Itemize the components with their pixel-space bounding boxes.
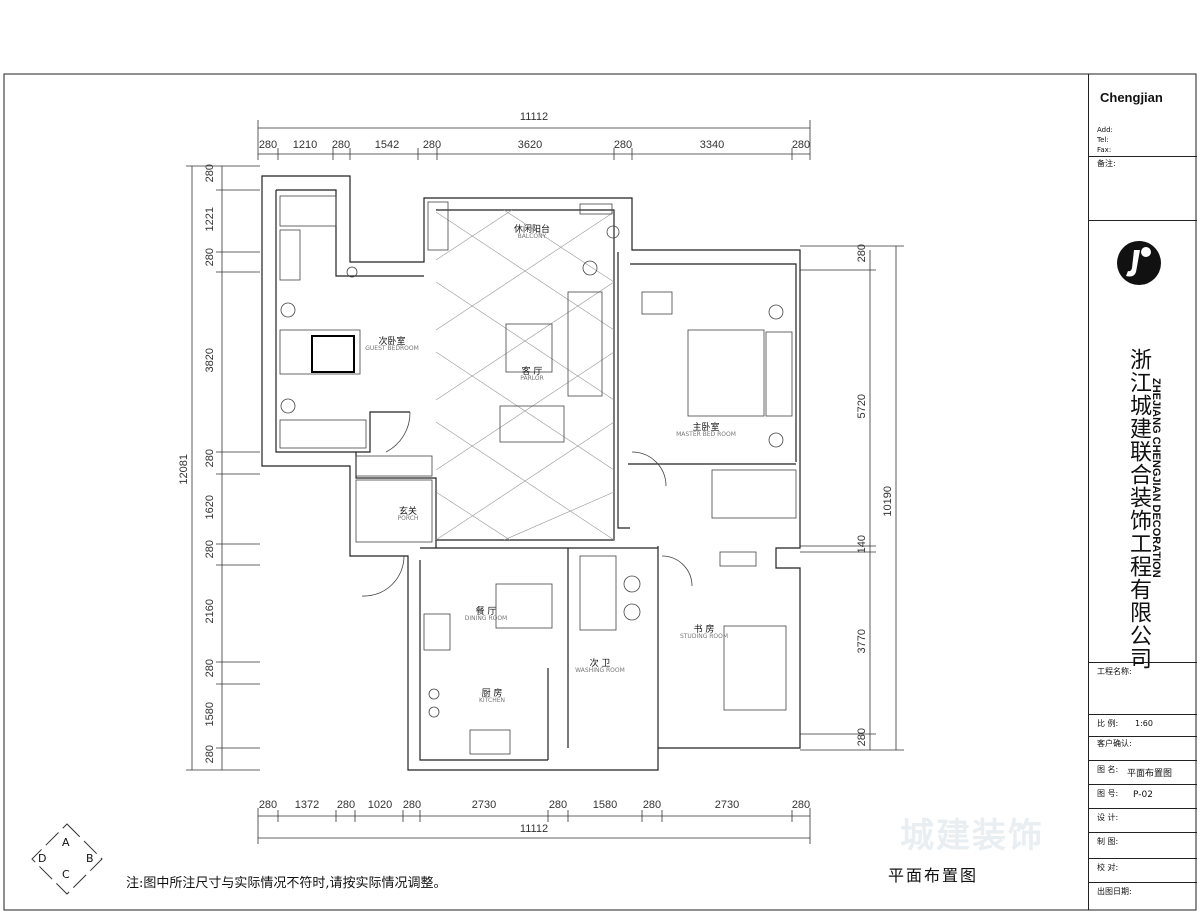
date-label: 出图日期:	[1097, 887, 1132, 896]
dimension-left-value: 1580	[204, 702, 216, 727]
project-label: 工程名称:	[1097, 667, 1132, 676]
dimension-top-value: 1542	[374, 139, 400, 151]
compass-d: D	[38, 852, 47, 865]
dimension-top-value: 280	[422, 139, 442, 151]
plan-note: 注:图中所注尺寸与实际情况不符时,请按实际情况调整。	[126, 876, 447, 891]
dimension-left-value: 280	[204, 248, 216, 267]
drawing-no-value: P-02	[1133, 790, 1153, 800]
room-label-en: PORCH	[397, 515, 419, 522]
dimension-bottom-value: 1020	[367, 799, 393, 811]
client-label: 客户确认:	[1097, 739, 1132, 748]
dimension-bottom-value: 280	[548, 799, 568, 811]
dimension-bottom-value: 2730	[714, 799, 740, 811]
furniture	[279, 195, 797, 755]
drawing-no-label: 图 号:	[1097, 789, 1119, 798]
room-label-cn: 次 卫	[589, 659, 611, 669]
room-label-cn: 餐 厅	[475, 607, 497, 617]
dimension-left	[186, 165, 260, 771]
dimension-left-value: 2160	[204, 599, 216, 624]
dimension-bottom-value: 280	[258, 799, 278, 811]
dimension-right	[800, 245, 904, 751]
dimension-right-total: 10190	[882, 486, 894, 517]
dimension-left-value: 280	[204, 745, 216, 764]
check-label: 校 对:	[1097, 863, 1119, 872]
room-label-cn: 客 厅	[521, 367, 543, 377]
dimension-right-value: 3770	[856, 629, 868, 654]
room-label-cn: 休闲阳台	[513, 225, 550, 235]
dimension-left-value: 280	[204, 659, 216, 678]
plan-title: 平面布置图	[888, 866, 979, 885]
walls	[261, 175, 801, 771]
company-logo-icon	[1117, 241, 1161, 285]
room-label-en: BALCONY	[517, 233, 547, 240]
room-label-en: GUEST BEDROOM	[365, 345, 419, 352]
compass-icon	[31, 823, 103, 895]
parlor-floor-tiles	[435, 209, 615, 541]
add-label: Add:	[1097, 126, 1113, 134]
title-block: Add: Tel: Fax: 备注: 工程名称: 比 例: 1:60 客户确认:…	[1088, 74, 1197, 910]
room-label-cn: 主卧室	[692, 423, 720, 433]
dimension-top-value: 280	[331, 139, 351, 151]
dimension-top	[257, 120, 811, 160]
room-label-en: KITCHEN	[479, 697, 505, 704]
dimension-bottom-value: 280	[336, 799, 356, 811]
dimension-bottom-total: 11112	[519, 823, 549, 835]
room-label-cn: 次卧室	[378, 337, 406, 347]
dimension-bottom-value: 280	[791, 799, 811, 811]
dimension-left-value: 280	[204, 449, 216, 468]
dimension-bottom-value: 1580	[592, 799, 618, 811]
tel-label: Tel:	[1097, 136, 1109, 144]
dimension-left-value: 1620	[204, 495, 216, 520]
compass: A B C D	[30, 822, 104, 896]
fax-label: Fax:	[1097, 146, 1112, 154]
drawing-name-label: 图 名:	[1097, 765, 1119, 774]
dimension-top-value: 280	[791, 139, 811, 151]
compass-c: C	[62, 868, 70, 881]
room-label-cn: 书 房	[693, 625, 715, 635]
dimension-right-value: 280	[856, 244, 868, 263]
brand-name: Chengjian	[1100, 90, 1163, 105]
scale-value: 1:60	[1135, 719, 1153, 728]
dimension-left-total: 12081	[178, 454, 190, 485]
company-name-cn: 浙江城建联合装饰工程有限公司	[1126, 348, 1151, 670]
dimension-bottom-value: 280	[402, 799, 422, 811]
room-label-en: STUDING ROOM	[679, 633, 729, 640]
dimension-right-value: 280	[856, 728, 868, 747]
dimension-left-value: 280	[204, 540, 216, 559]
dimension-top-value: 280	[613, 139, 633, 151]
dimension-right-value: 140	[856, 535, 868, 554]
dimension-bottom	[257, 808, 811, 844]
dimension-bottom-value: 1372	[294, 799, 320, 811]
dimension-left-value: 3820	[204, 348, 216, 373]
dimension-left-value: 280	[204, 164, 216, 183]
room-label-cn: 厨 房	[481, 689, 503, 699]
dimension-bottom-value: 280	[642, 799, 662, 811]
watermark: 城建装饰	[900, 816, 1044, 856]
room-label-cn: 玄关	[398, 507, 417, 517]
dimension-top-total: 11112	[519, 111, 549, 123]
compass-b: B	[86, 852, 94, 865]
room-label-en: MASTER BED ROOM	[676, 431, 736, 438]
room-label-en: PARLOR	[520, 375, 544, 382]
draw-label: 制 图:	[1097, 837, 1119, 846]
scale-label: 比 例:	[1097, 719, 1119, 728]
dimension-right-value: 5720	[856, 394, 868, 419]
drawing-name-value: 平面布置图	[1127, 769, 1173, 779]
dimension-top-value: 280	[258, 139, 278, 151]
dimension-top-value: 1210	[292, 139, 318, 151]
sheet-border	[3, 73, 1197, 911]
dimension-left-value: 1221	[204, 207, 216, 232]
design-label: 设 计:	[1097, 813, 1119, 822]
room-label-en: DINING ROOM	[464, 615, 508, 622]
remarks-label: 备注:	[1097, 159, 1116, 168]
company-name-en: ZHEJIANG CHENGJIAN DECORATION	[1150, 378, 1162, 578]
dimension-top-value: 3340	[699, 139, 725, 151]
room-label-en: WASHING ROOM	[575, 667, 625, 674]
dimension-bottom-value: 2730	[471, 799, 497, 811]
dimension-top-value: 3620	[517, 139, 543, 151]
compass-a: A	[62, 836, 70, 849]
